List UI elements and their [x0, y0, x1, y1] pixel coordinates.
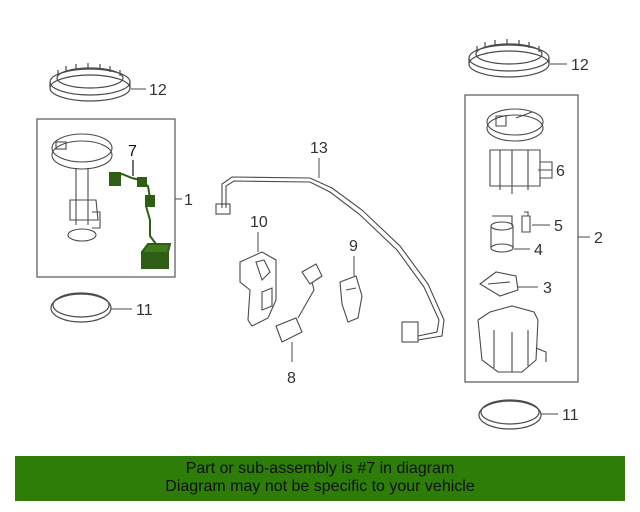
banner-line-2: Diagram may not be specific to your vehi… — [165, 478, 475, 495]
callout-11-right: 11 — [562, 407, 579, 424]
callout-12-right: 12 — [571, 57, 589, 74]
callout-2: 2 — [594, 230, 603, 247]
callout-5: 5 — [554, 218, 563, 235]
callout-11-left: 11 — [136, 302, 153, 319]
pump-assembly-6[interactable] — [486, 108, 553, 194]
info-banner: Part or sub-assembly is #7 in diagram Di… — [15, 456, 625, 501]
reservoir-bucket[interactable] — [477, 305, 547, 373]
valve-5[interactable] — [521, 211, 531, 233]
fuel-pump-module-left[interactable] — [51, 133, 113, 242]
callout-7: 7 — [128, 143, 137, 160]
module-box-right — [464, 94, 579, 383]
callout-13: 13 — [310, 140, 328, 157]
callout-10: 10 — [250, 214, 268, 231]
callout-9: 9 — [349, 238, 358, 255]
callout-3: 3 — [543, 280, 552, 297]
seal-left[interactable] — [50, 292, 112, 323]
connector-harness-8[interactable] — [275, 263, 323, 343]
callout-4: 4 — [534, 242, 543, 259]
clip-9[interactable] — [339, 275, 363, 323]
seal-right[interactable] — [478, 399, 542, 430]
callout-12-left: 12 — [149, 82, 167, 99]
bracket-10[interactable] — [239, 251, 277, 327]
module-box-left — [36, 118, 176, 278]
lock-ring-right[interactable] — [468, 39, 550, 78]
callout-6: 6 — [556, 163, 565, 180]
callout-8: 8 — [287, 370, 296, 387]
bracket-3[interactable] — [479, 271, 519, 297]
regulator-4[interactable] — [490, 215, 514, 253]
fuel-line-13[interactable] — [215, 176, 445, 343]
lock-ring-left[interactable] — [49, 63, 131, 102]
callout-1: 1 — [184, 192, 193, 209]
wiring-harness-part-7[interactable] — [109, 172, 172, 269]
banner-line-1: Part or sub-assembly is #7 in diagram — [185, 460, 455, 477]
